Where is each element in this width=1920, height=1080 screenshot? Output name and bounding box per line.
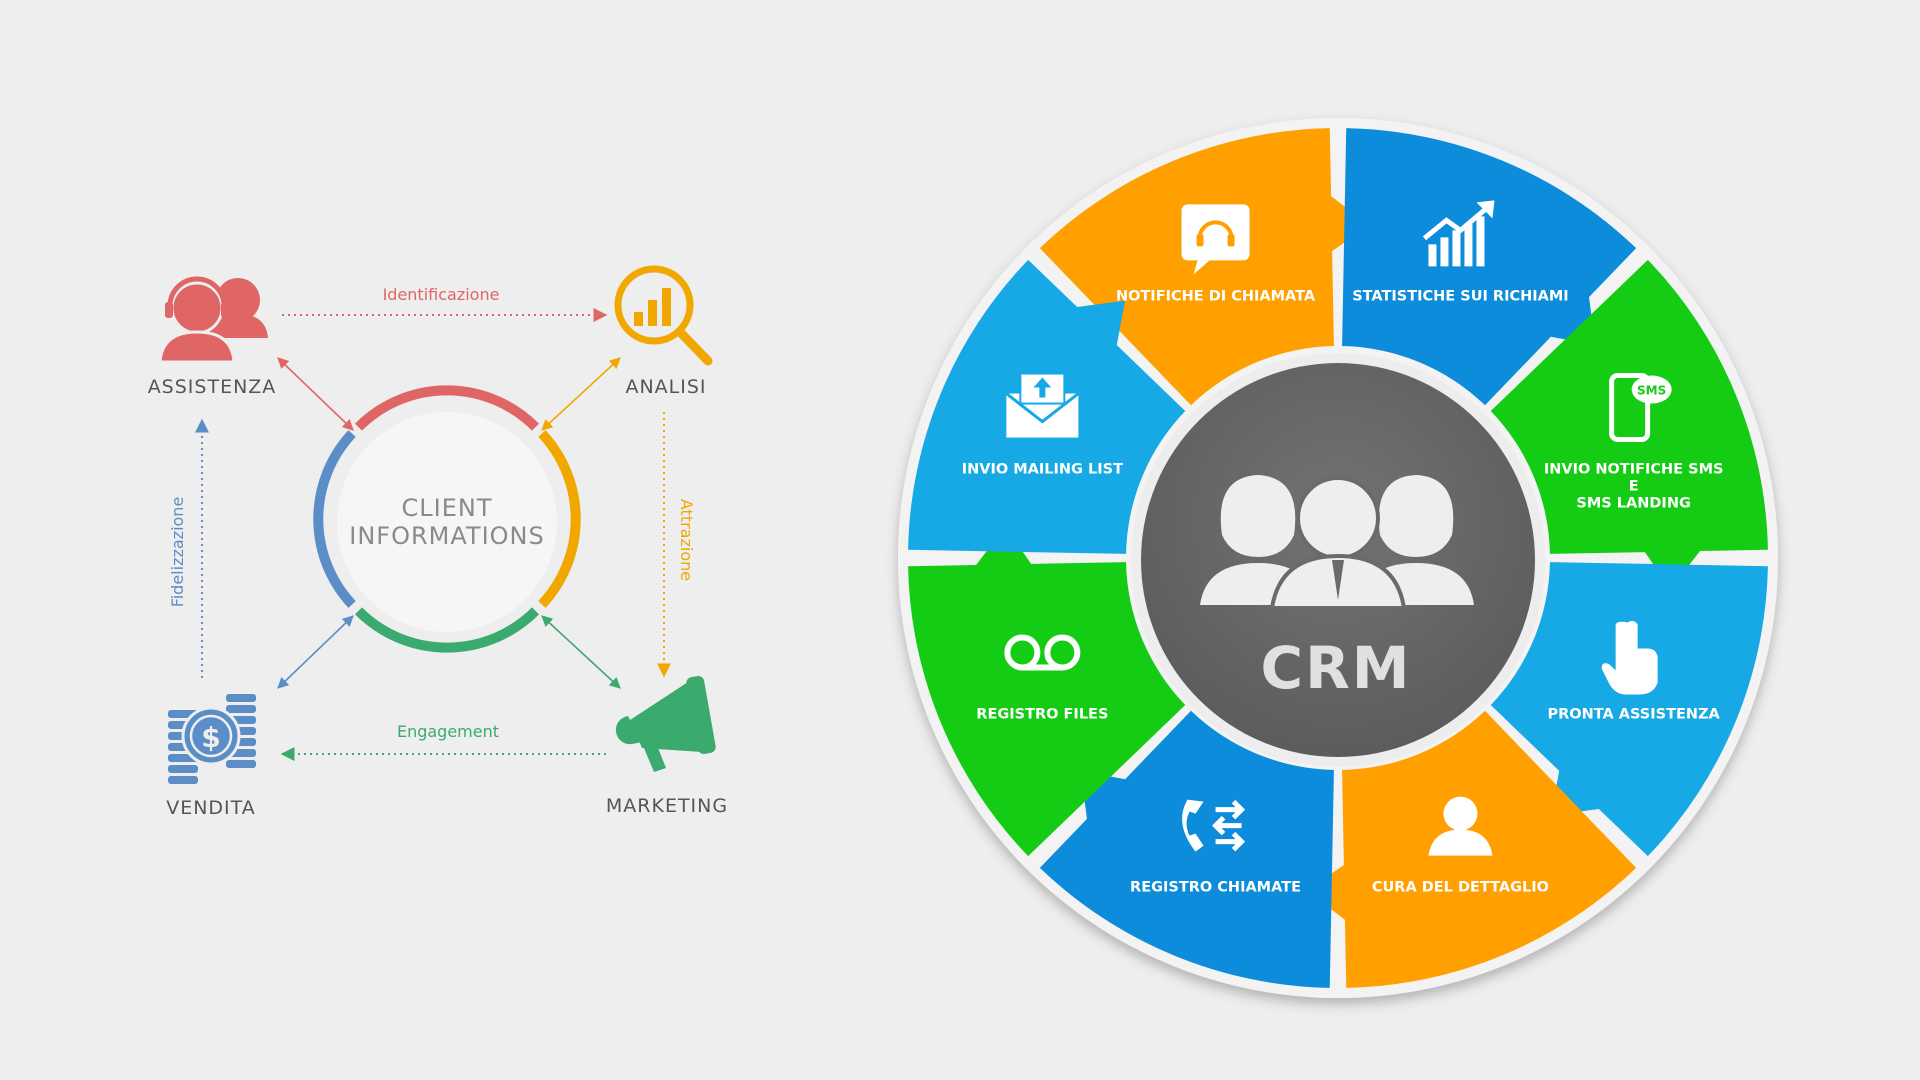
hub-title-line2: INFORMATIONS [349,522,544,550]
call-transfer-icon [1182,799,1246,852]
node-analisi: ANALISI [614,265,713,398]
hub-arc-blue [313,430,356,608]
segment-label-8: INVIO MAILING LIST [962,462,1123,478]
flow-label-attrazione: Attrazione [677,499,696,581]
connector-assistenza-hub [277,357,354,431]
connector-vendita-hub [277,615,354,689]
mail-upload-icon [1005,372,1080,438]
wheel-segment-3 [1490,259,1768,590]
flow-identificazione: Identificazione [282,285,608,322]
node-assistenza: ASSISTENZA [148,276,277,398]
voicemail-icon [1004,634,1081,671]
segment-label-5: CURA DEL DETTAGLIO [1372,880,1549,896]
wheel-segment-7 [908,526,1186,857]
client-informations-hub: CLIENT INFORMATIONS [313,385,581,653]
segment-label-6: REGISTRO CHIAMATE [1130,880,1301,896]
node-label-analisi: ANALISI [625,376,706,398]
support-agents-icon [158,276,268,364]
sms-phone-icon: SMS [1609,373,1672,443]
wheel-segment-6 [1039,710,1334,988]
connector-marketing-hub [541,615,621,689]
analytics-magnifier-icon [614,265,713,366]
segment-label-3-1: INVIO NOTIFICHE SMS [1544,462,1724,478]
segment-label-7: REGISTRO FILES [976,706,1108,722]
segment-label-1: NOTIFICHE DI CHIAMATA [1116,288,1316,304]
crm-center: CRM [1131,353,1545,767]
team-people-icon [1200,475,1474,610]
wheel-segment-2 [1342,128,1637,406]
segment-label-3-2: E [1629,479,1639,495]
hub-arc-green [354,607,540,653]
segment-label-2: STATISTICHE SUI RICHIAMI [1352,288,1569,304]
hub-background [337,412,557,632]
hub-arc-red [354,385,540,431]
svg-text:$: $ [201,721,220,754]
client-cycle-diagram: CLIENT INFORMATIONS Identificazione Attr… [148,265,728,819]
node-vendita: $ VENDITA [166,694,256,819]
svg-text:SMS: SMS [1637,384,1666,398]
connector-analisi-hub [541,357,621,431]
headset-chat-icon [1181,204,1250,275]
wheel-segment-1 [1039,128,1370,406]
user-icon [1428,796,1493,856]
flow-label-identificazione: Identificazione [383,285,500,304]
crm-wheel: NOTIFICHE DI CHIAMATA STATISTICHE SUI RIC… [898,118,1778,998]
growth-chart-icon [1422,200,1495,267]
node-label-assistenza: ASSISTENZA [148,376,277,398]
node-marketing: MARKETING [606,675,728,817]
tap-hand-icon [1601,620,1658,695]
flow-engagement: Engagement [280,722,606,761]
hub-title-line1: CLIENT [402,494,493,522]
wheel-segment-4 [1490,562,1768,857]
flow-fidelizzazione: Fidelizzazione [168,418,209,678]
wheel-segments: NOTIFICHE DI CHIAMATA STATISTICHE SUI RIC… [908,128,1768,988]
megaphone-icon [615,675,716,772]
segment-label-4: PRONTA ASSISTENZA [1548,706,1721,722]
node-label-vendita: VENDITA [166,797,256,819]
crm-title: CRM [1261,634,1412,702]
hub-arc-orange [538,430,581,608]
node-label-marketing: MARKETING [606,795,728,817]
coins-dollar-icon: $ [168,694,256,784]
flow-label-fidelizzazione: Fidelizzazione [168,497,187,608]
flow-attrazione: Attrazione [657,412,696,678]
flow-label-engagement: Engagement [397,722,499,741]
segment-label-3-3: SMS LANDING [1576,496,1690,512]
